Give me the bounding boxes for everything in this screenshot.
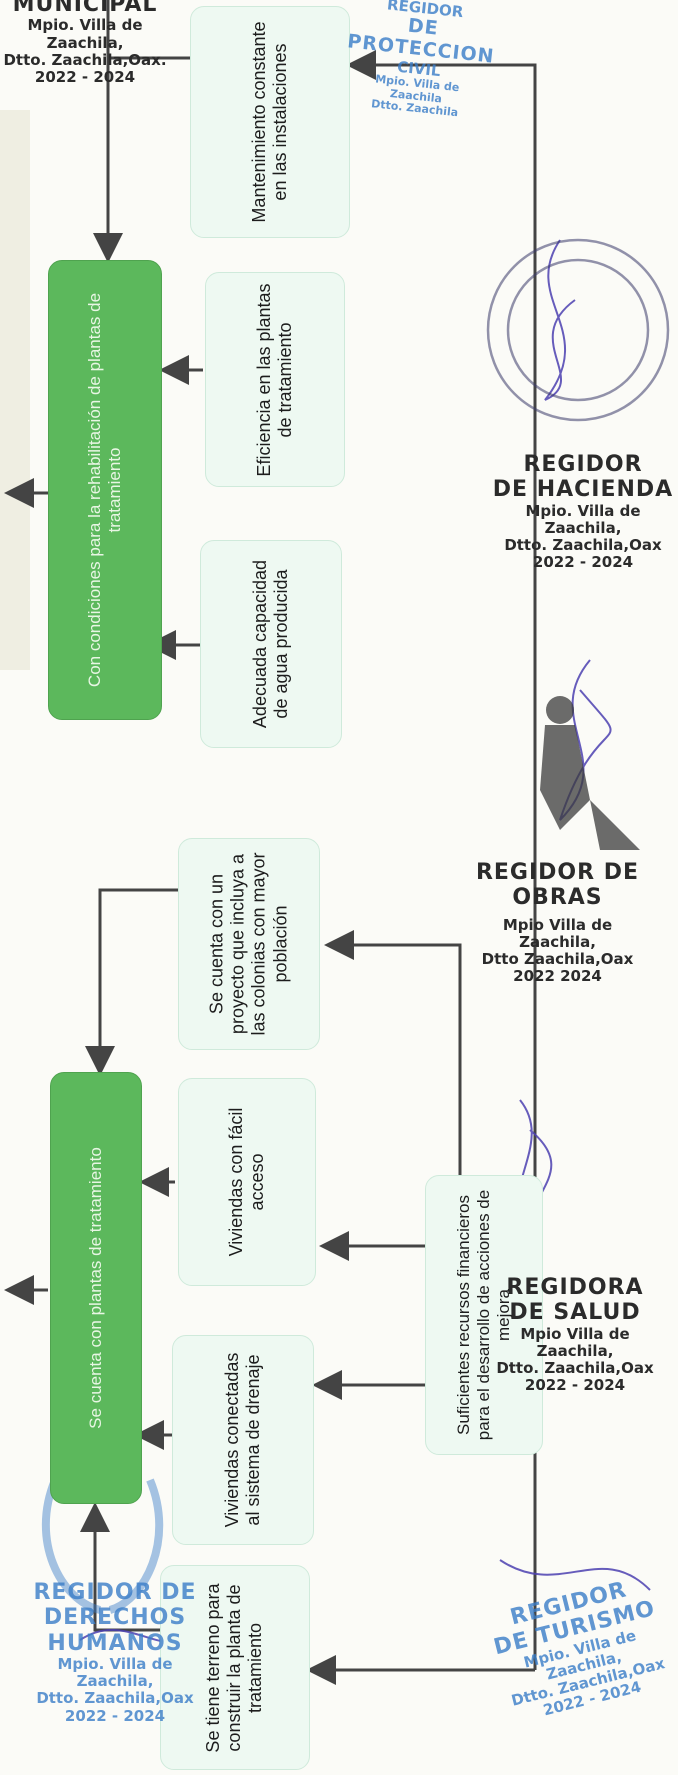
drainage-box: Viviendas conectadas al sistema de drena… bbox=[172, 1335, 314, 1545]
seal-salud: REGIDORA DE SALUD Mpio Villa de Zaachila… bbox=[496, 1275, 654, 1395]
seal-municipal: MUNICIPAL Mpio. Villa de Zaachila, Dtto.… bbox=[3, 0, 167, 87]
water-capacity-box: Adecuada capacidad de agua producida bbox=[200, 540, 342, 748]
drainage-text: Viviendas conectadas al sistema de drena… bbox=[221, 1352, 263, 1528]
left-margin-shade bbox=[0, 110, 30, 670]
objective-rehabilitation-text: Con condiciones para la rehabilitación d… bbox=[84, 292, 124, 688]
housing-access-text: Viviendas con fácil acceso bbox=[225, 1107, 267, 1257]
maintenance-text: Mantenimiento constante en las instalaci… bbox=[248, 21, 290, 223]
project-box: Se cuenta con un proyecto que incluya a … bbox=[178, 838, 320, 1050]
project-text: Se cuenta con un proyecto que incluya a … bbox=[206, 852, 291, 1036]
terrain-box: Se tiene terreno para construir la plant… bbox=[160, 1565, 310, 1770]
objective-rehabilitation-box: Con condiciones para la rehabilitación d… bbox=[48, 260, 162, 720]
water-capacity-text: Adecuada capacidad de agua producida bbox=[249, 559, 291, 729]
seal-obras: REGIDOR DE OBRAS Mpio Villa de Zaachila,… bbox=[475, 860, 640, 986]
terrain-text: Se tiene terreno para construir la plant… bbox=[203, 1582, 266, 1753]
resources-box: Suficientes recursos financieros para el… bbox=[425, 1175, 543, 1455]
seal-proteccion-civil: REGIDOR DE PROTECCION CIVIL Mpio. Villa … bbox=[346, 0, 496, 120]
housing-access-box: Viviendas con fácil acceso bbox=[178, 1078, 316, 1286]
efficiency-text: Eficiencia en las plantas de tratamiento bbox=[253, 282, 295, 477]
efficiency-box: Eficiencia en las plantas de tratamiento bbox=[205, 272, 345, 487]
seal-derechos-humanos: REGIDOR DE DERECHOS HUMANOS Mpio. Villa … bbox=[33, 1580, 197, 1725]
objective-plants-text: Se cuenta con plantas de tratamiento bbox=[85, 1147, 105, 1429]
objective-plants-box: Se cuenta con plantas de tratamiento bbox=[50, 1072, 142, 1504]
seal-hacienda: REGIDOR DE HACIENDA Mpio. Villa de Zaach… bbox=[492, 452, 674, 572]
maintenance-box: Mantenimiento constante en las instalaci… bbox=[190, 6, 350, 238]
